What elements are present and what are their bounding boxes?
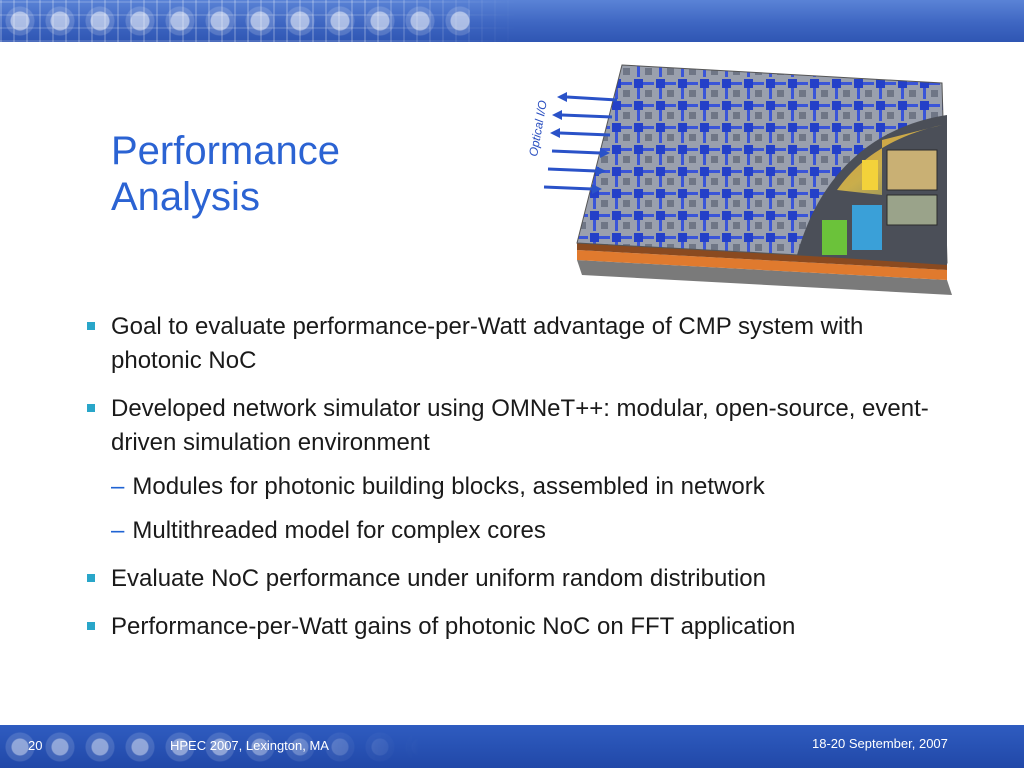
- subbullet-item-2: – Multithreaded model for complex cores: [111, 514, 947, 548]
- footer-dot-pattern: [0, 725, 420, 768]
- subbullet-dash: –: [111, 473, 125, 500]
- photonic-chip-illustration: Optical I/O: [526, 64, 952, 295]
- core-block-6: [862, 160, 878, 190]
- bullet-text: Evaluate NoC performance under uniform r…: [111, 565, 766, 592]
- header-band: [0, 0, 1024, 42]
- subbullet-item-1: – Modules for photonic building blocks, …: [111, 470, 947, 504]
- bullet-marker: [87, 574, 95, 582]
- footer-date: 18-20 September, 2007: [812, 736, 948, 751]
- bullet-list: Goal to evaluate performance-per-Watt ad…: [87, 310, 947, 658]
- chip-substrate: [577, 260, 952, 295]
- bullet-item-1: Goal to evaluate performance-per-Watt ad…: [87, 310, 947, 378]
- bullet-item-2: Developed network simulator using OMNeT+…: [87, 392, 947, 460]
- header-grid-pattern: [0, 0, 520, 42]
- core-block-4: [852, 205, 882, 250]
- bullet-marker: [87, 322, 95, 330]
- slide-title: Performance Analysis: [111, 128, 340, 220]
- bullet-text: Goal to evaluate performance-per-Watt ad…: [111, 313, 864, 374]
- optical-io-label: Optical I/O: [526, 99, 550, 157]
- bullet-item-4: Performance-per-Watt gains of photonic N…: [87, 610, 947, 644]
- subbullet-text: Modules for photonic building blocks, as…: [132, 473, 765, 500]
- subbullet-text: Multithreaded model for complex cores: [132, 517, 546, 544]
- chip-base-layer-brown: [577, 243, 947, 270]
- bullet-marker: [87, 622, 95, 630]
- bullet-item-3: Evaluate NoC performance under uniform r…: [87, 562, 947, 596]
- bullet-marker: [87, 404, 95, 412]
- core-block-2: [886, 149, 938, 191]
- chip-base-layer-orange: [577, 250, 947, 280]
- slide-page-number: 20: [28, 738, 43, 753]
- footer-band: [0, 725, 1024, 768]
- header-dot-pattern: [0, 0, 470, 42]
- core-block-5: [822, 220, 847, 255]
- slide-title-line-2: Analysis: [111, 175, 260, 219]
- core-block-3: [886, 194, 938, 226]
- bullet-text: Performance-per-Watt gains of photonic N…: [111, 613, 796, 640]
- footer-event: HPEC 2007, Lexington, MA: [170, 738, 329, 753]
- slide-title-line-1: Performance: [111, 129, 340, 173]
- optical-io-arrows: [543, 92, 618, 194]
- subbullet-dash: –: [111, 517, 125, 544]
- bullet-text: Developed network simulator using OMNeT+…: [111, 395, 929, 456]
